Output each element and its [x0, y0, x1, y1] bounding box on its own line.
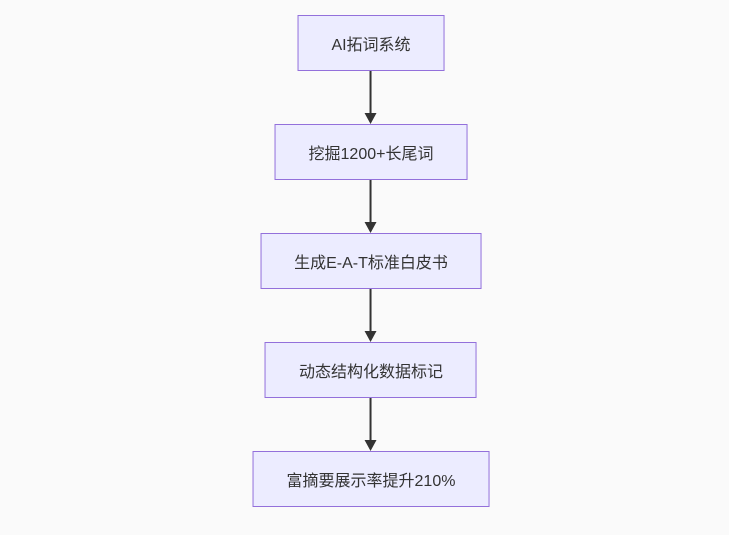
flowchart: AI拓词系统 挖掘1200+长尾词 生成E-A-T标准白皮书 动态结构化数据标记…: [252, 15, 490, 507]
flow-node-label: 生成E-A-T标准白皮书: [294, 255, 448, 272]
flow-node-label: AI拓词系统: [331, 37, 411, 54]
arrowhead-down-icon: [365, 440, 377, 451]
arrowhead-down-icon: [365, 222, 377, 233]
arrowhead-down-icon: [365, 113, 377, 124]
flow-node-ai-keyword-system: AI拓词系统: [297, 15, 445, 71]
flow-node-label: 挖掘1200+长尾词: [308, 146, 434, 163]
flow-node-rich-snippet-result: 富摘要展示率提升210%: [252, 451, 490, 507]
arrow-line: [370, 180, 372, 222]
arrow-down-3: [365, 289, 377, 342]
arrow-line: [370, 398, 372, 440]
flow-node-structured-data: 动态结构化数据标记: [264, 342, 477, 398]
arrow-down-1: [365, 71, 377, 124]
flow-node-label: 动态结构化数据标记: [298, 364, 443, 381]
flow-node-eat-whitepaper: 生成E-A-T标准白皮书: [260, 233, 482, 289]
flow-node-longtail-mining: 挖掘1200+长尾词: [274, 124, 468, 180]
arrow-down-4: [365, 398, 377, 451]
arrow-down-2: [365, 180, 377, 233]
arrow-line: [370, 71, 372, 113]
arrowhead-down-icon: [365, 331, 377, 342]
arrow-line: [370, 289, 372, 331]
flow-node-label: 富摘要展示率提升210%: [286, 473, 456, 490]
